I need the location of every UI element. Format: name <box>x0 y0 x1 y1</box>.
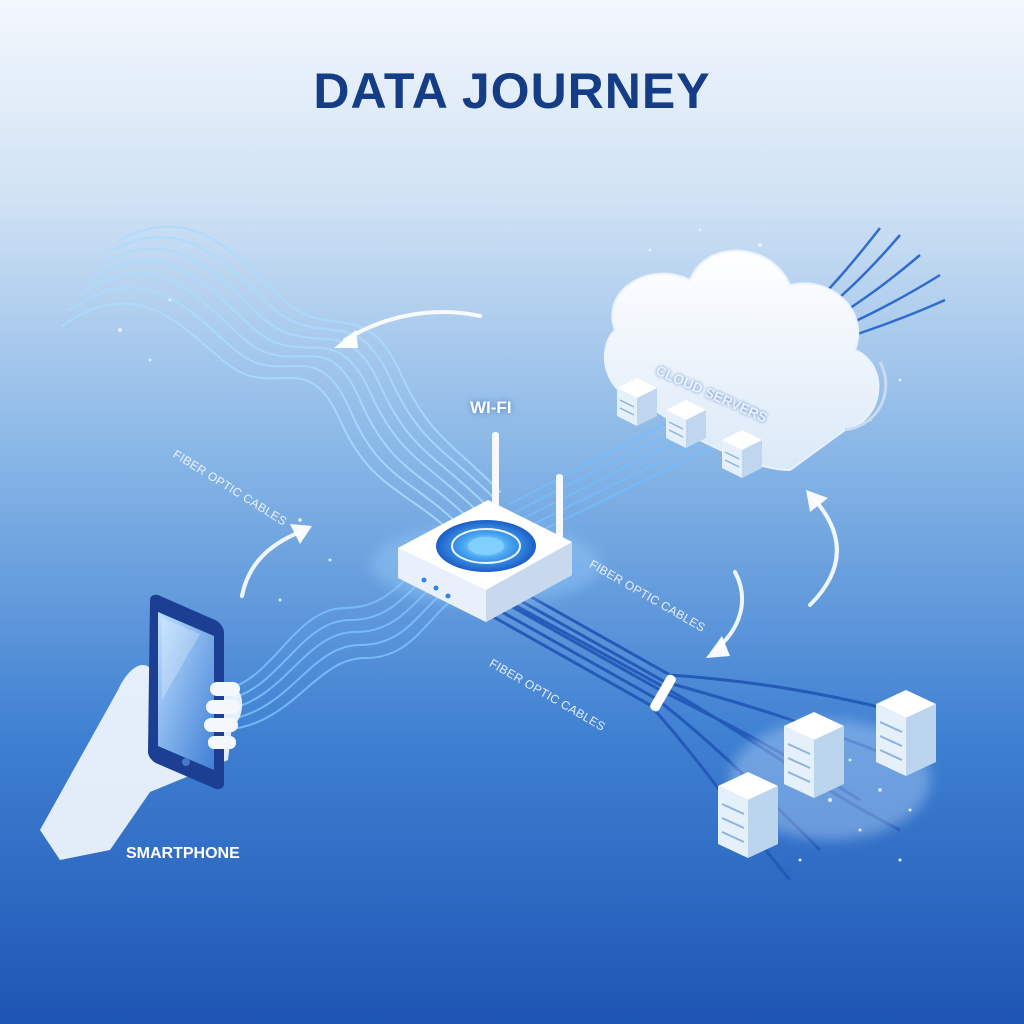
hand-fingers <box>204 682 240 749</box>
wifi-label: WI-FI <box>470 398 512 417</box>
fiber-cable-bundle-left <box>61 225 501 537</box>
smartphone-label: SMARTPHONE <box>126 845 240 862</box>
server-rack-icon <box>617 378 762 478</box>
router-icon <box>371 432 601 622</box>
server-unit <box>617 378 657 426</box>
smartphone-icon <box>148 594 224 790</box>
server-unit <box>666 400 706 448</box>
server-unit <box>876 690 936 776</box>
page-title: DATA JOURNEY <box>313 63 711 119</box>
data-center-servers <box>718 690 936 858</box>
server-unit <box>718 772 778 858</box>
arrow-heads <box>290 330 828 658</box>
fiber-cable-tie <box>650 674 676 712</box>
server-unit <box>784 712 844 798</box>
server-unit <box>722 430 762 478</box>
